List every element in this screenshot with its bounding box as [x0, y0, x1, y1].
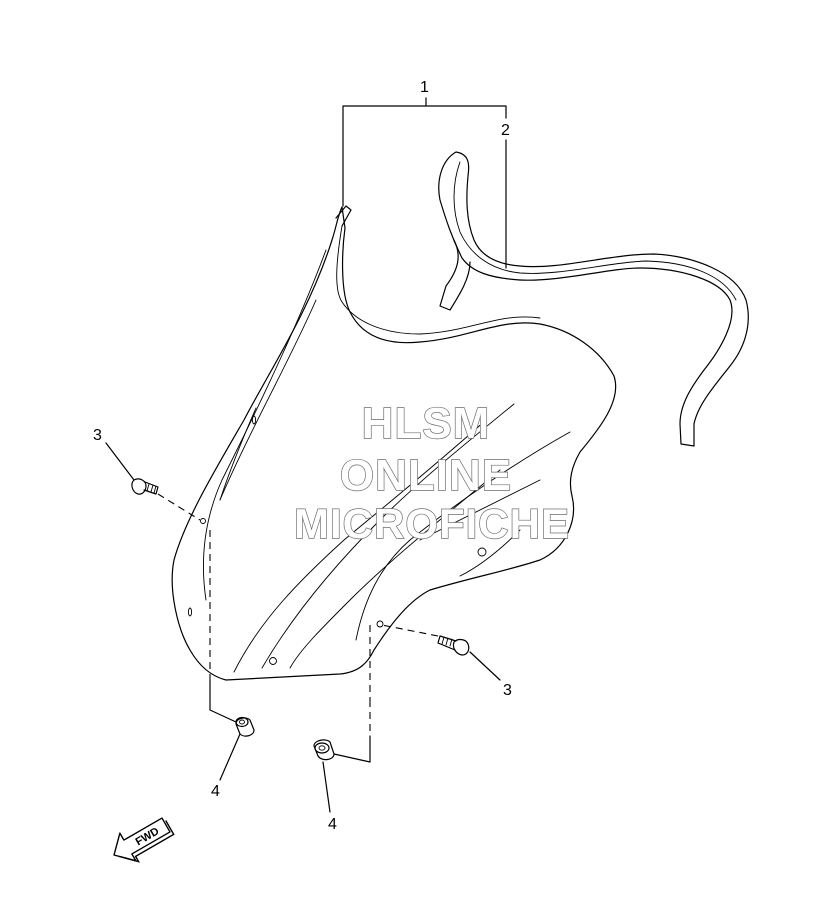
mount-hole: [200, 518, 206, 524]
callout-part-3-right: 3: [503, 682, 512, 699]
mount-hole: [376, 620, 384, 628]
callout-part-4-left: 4: [211, 783, 220, 800]
nut-right: [313, 739, 335, 761]
watermark-line-3: MICROFICHE: [294, 500, 570, 547]
leader-lines: [105, 97, 507, 813]
screw-left: [131, 478, 159, 495]
screw-right: [437, 635, 470, 656]
callout-part-4-right: 4: [328, 816, 337, 833]
watermark-line-1: HLSM: [362, 399, 491, 448]
callout-part-1: 1: [420, 79, 429, 96]
windshield-edge-trim: [438, 151, 749, 447]
callout-part-3-left: 3: [93, 427, 102, 444]
mount-hole: [477, 547, 487, 557]
watermark-line-2: ONLINE: [340, 451, 512, 500]
mount-hole: [269, 657, 277, 665]
nut-left: [235, 716, 255, 737]
callout-part-2: 2: [501, 122, 510, 139]
fwd-arrow-icon: FWD: [113, 817, 175, 863]
windshield: [171, 205, 617, 681]
